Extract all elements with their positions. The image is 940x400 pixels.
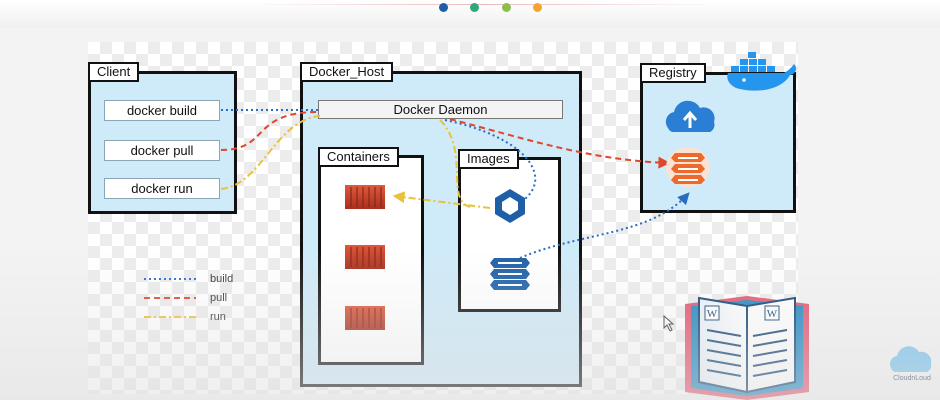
watermark-text: CloudnLoud bbox=[893, 375, 931, 382]
containers-title: Containers bbox=[318, 147, 399, 167]
run-flow-line bbox=[220, 115, 491, 209]
container-icon bbox=[345, 185, 385, 209]
progress-dot-1 bbox=[439, 3, 448, 12]
pull-flow-line bbox=[220, 111, 671, 169]
book-icon: W W bbox=[685, 296, 809, 400]
top-divider bbox=[250, 4, 720, 5]
cloud-upload-icon bbox=[665, 100, 715, 132]
registry-box bbox=[640, 72, 796, 213]
cloud-logo-icon bbox=[889, 346, 932, 372]
progress-dot-4 bbox=[533, 3, 542, 12]
images-title: Images bbox=[458, 149, 519, 169]
container-icon bbox=[345, 245, 385, 269]
svg-text:W: W bbox=[767, 308, 778, 320]
image-stack-icon bbox=[490, 258, 530, 290]
svg-text:W: W bbox=[707, 308, 718, 320]
top-bar bbox=[0, 0, 940, 28]
docker-daemon: Docker Daemon bbox=[318, 100, 563, 119]
progress-dot-2 bbox=[470, 3, 479, 12]
docker-whale-icon bbox=[727, 52, 797, 91]
build-flow-line bbox=[221, 109, 690, 259]
registry-stack-icon bbox=[666, 147, 710, 187]
docker-pull-command: docker pull bbox=[104, 140, 220, 161]
image-hexagon-icon bbox=[495, 189, 525, 223]
progress-dot-3 bbox=[502, 3, 511, 12]
cursor-icon bbox=[663, 314, 675, 332]
docker-run-command: docker run bbox=[104, 178, 220, 199]
docker-host-title: Docker_Host bbox=[300, 62, 394, 82]
docker-build-command: docker build bbox=[104, 100, 220, 121]
registry-title: Registry bbox=[640, 63, 706, 83]
client-title: Client bbox=[88, 62, 140, 82]
container-icon bbox=[345, 306, 385, 330]
